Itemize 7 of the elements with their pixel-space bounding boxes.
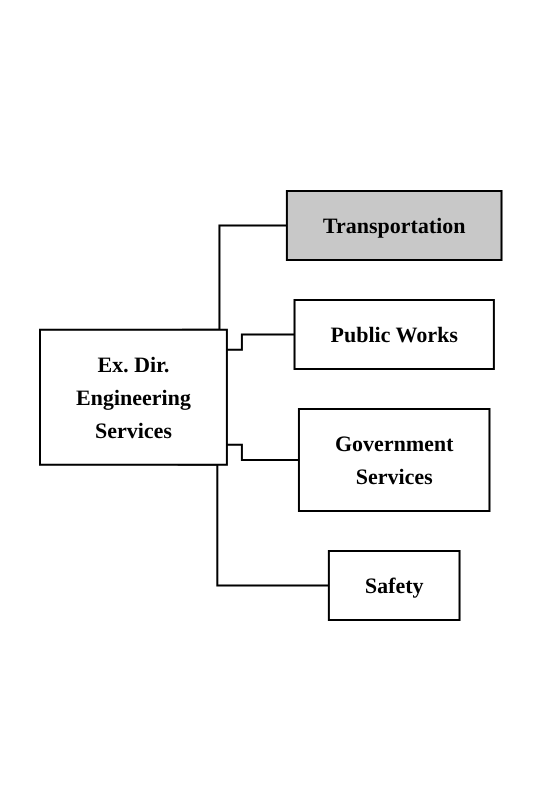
- connector: [227, 333, 295, 350]
- node-box: Safety: [328, 550, 461, 620]
- node-box: Public Works: [294, 298, 496, 370]
- node-box: Transportation: [286, 190, 503, 260]
- connector: [227, 443, 300, 460]
- node-box: Ex. Dir. Engineering Services: [39, 328, 228, 466]
- node-box: Government Services: [298, 408, 491, 512]
